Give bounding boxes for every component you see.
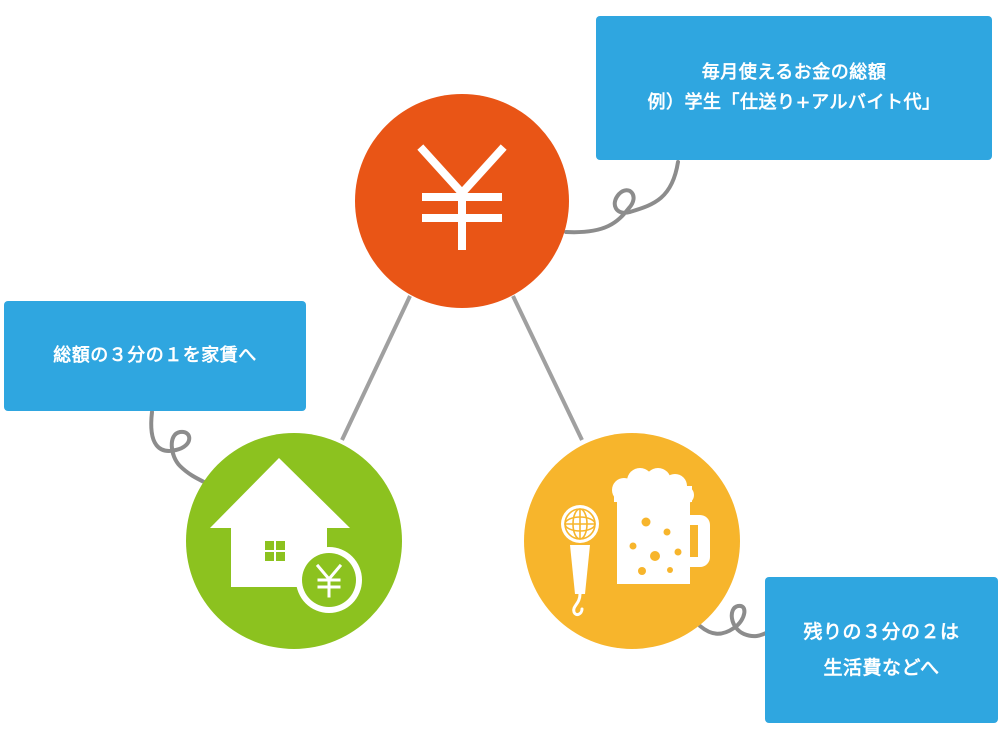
microphone-grille (564, 508, 596, 540)
callout-budget-line1: 毎月使えるお金の総額 (701, 62, 887, 84)
callout-tail-budget (564, 160, 680, 235)
connector-money-living (511, 295, 584, 441)
callout-tail-rent (149, 410, 208, 485)
beer-bubbles (629, 517, 682, 575)
microphone-icon (561, 505, 599, 617)
window-icon (265, 541, 285, 561)
callout-rest-line2: 生活費などへ (823, 657, 940, 679)
connector-money-housing (340, 295, 412, 441)
callout-rent: 総額の３分の１を家賃へ (4, 301, 306, 411)
callout-rent-line1: 総額の３分の１を家賃へ (53, 345, 257, 367)
callout-tail-rest (698, 603, 770, 639)
beer-mug-icon (612, 468, 710, 584)
beer-foam (612, 468, 694, 504)
yen-icon (417, 144, 507, 250)
coin-yen-icon (315, 563, 343, 598)
callout-rest-line1: 残りの３分の２は (803, 620, 960, 643)
callout-budget-line2: 例）学生「仕送り+アルバイト代」 (647, 92, 941, 113)
callout-rest: 残りの３分の２は 生活費などへ (765, 577, 998, 723)
callout-budget: 毎月使えるお金の総額 例）学生「仕送り+アルバイト代」 (596, 16, 992, 160)
